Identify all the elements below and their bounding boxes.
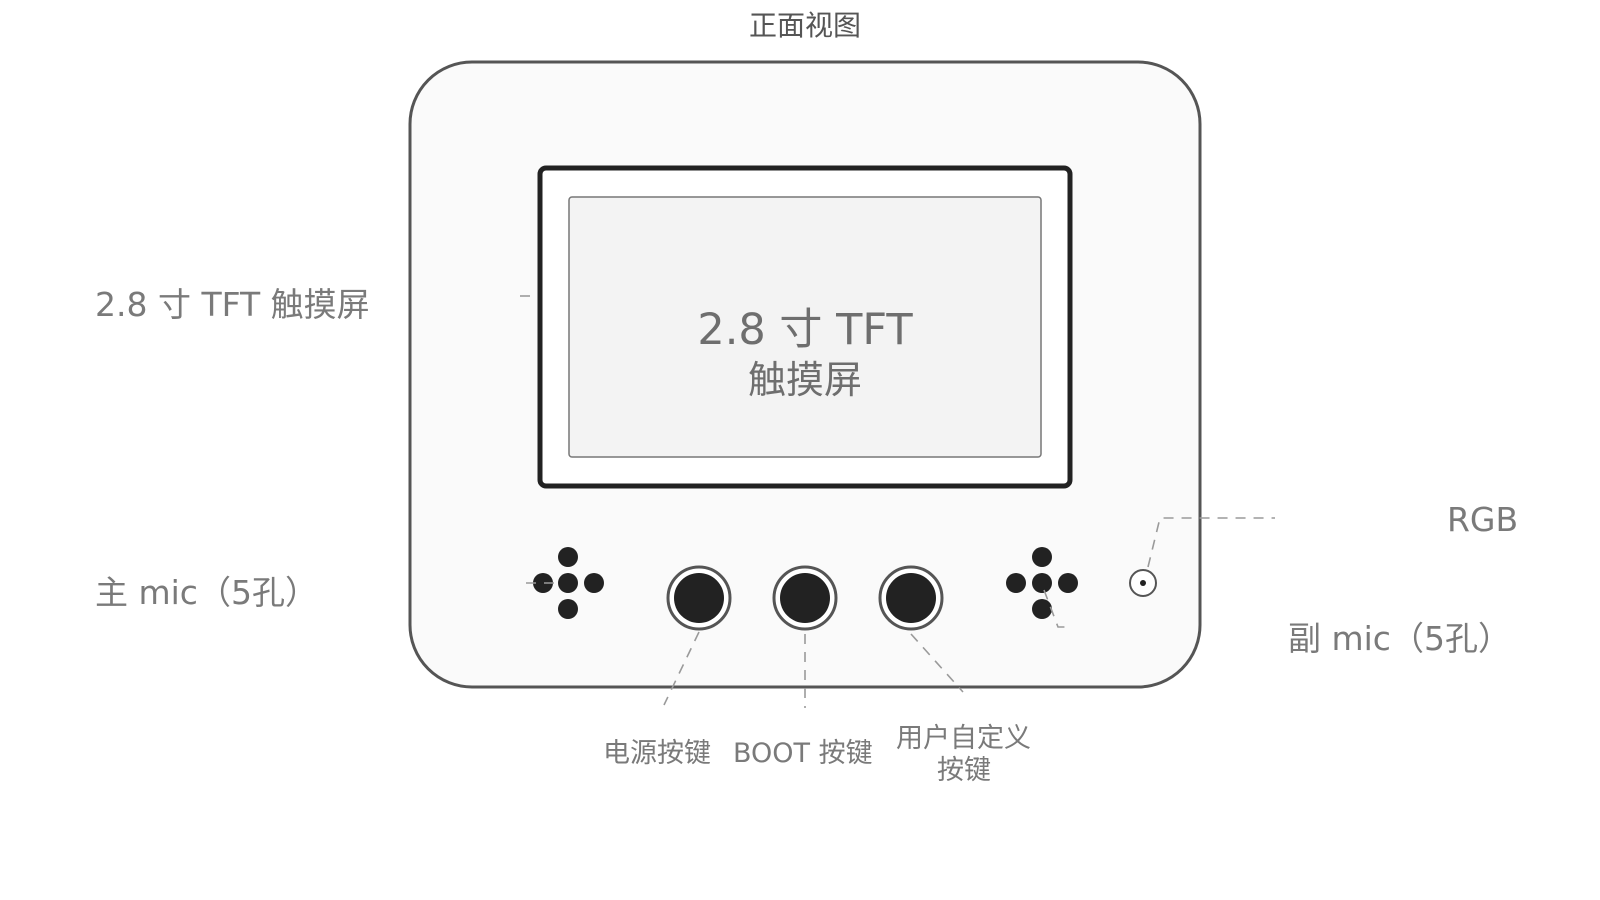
mic-hole (558, 573, 578, 593)
label-user-button-line1: 用户自定义 (896, 723, 1031, 754)
screen-panel (568, 196, 1042, 458)
diagram-title: 正面视图 (748, 9, 861, 42)
label-user-button-line2: 按键 (937, 755, 991, 786)
leader-sub-mic (1043, 589, 1072, 628)
mic-hole (558, 547, 578, 567)
power-button (666, 565, 732, 631)
boot-button (772, 565, 838, 631)
user-defined-button (878, 565, 944, 631)
main-mic-holes (533, 547, 604, 619)
screen-text-line2: 触摸屏 (748, 358, 862, 402)
label-sub-mic: 副 mic（5孔） (1288, 619, 1511, 658)
label-screen: 2.8 寸 TFT 触摸屏 (95, 285, 370, 324)
mic-hole (558, 599, 578, 619)
rgb-led (1129, 569, 1157, 597)
label-boot-button: BOOT 按键 (733, 738, 873, 769)
mic-hole (584, 573, 604, 593)
label-main-mic: 主 mic（5孔） (95, 573, 318, 612)
leader-lines (520, 295, 1275, 708)
label-power-button: 电源按键 (603, 738, 711, 769)
label-rgb: RGB (1447, 500, 1519, 539)
mic-hole (1006, 573, 1026, 593)
mic-hole (1032, 573, 1052, 593)
leader-user-button (910, 633, 964, 693)
mic-hole (1032, 599, 1052, 619)
leader-rgb (1147, 517, 1275, 568)
mic-hole (1032, 547, 1052, 567)
leader-power-button (663, 631, 700, 706)
sub-mic-holes (1006, 547, 1078, 619)
mic-hole (533, 573, 553, 593)
mic-hole (1058, 573, 1078, 593)
screen-text-line1: 2.8 寸 TFT (697, 305, 913, 355)
